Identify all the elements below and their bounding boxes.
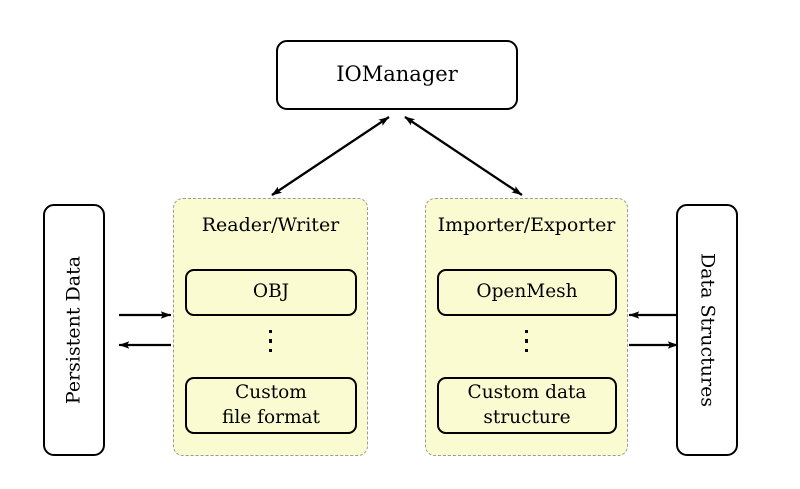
reader-writer-item-obj[interactable]: OBJ: [185, 269, 357, 316]
panel-importer-exporter-title: Importer/Exporter: [437, 214, 616, 236]
importer-exporter-item-custom-line1: Custom data: [467, 382, 587, 404]
importer-exporter-item-openmesh[interactable]: OpenMesh: [437, 269, 617, 316]
arrow-manager-reader-writer: [271, 116, 390, 196]
io-manager-label: IOManager: [336, 62, 458, 87]
panel-importer-exporter[interactable]: Importer/Exporter OpenMesh Custom data s…: [425, 198, 628, 456]
panel-reader-writer-title: Reader/Writer: [201, 214, 340, 236]
persistent-data-label: Persistent Data: [62, 255, 85, 405]
importer-exporter-item-openmesh-label: OpenMesh: [476, 281, 578, 303]
data-structures-label: Data Structures: [696, 252, 719, 408]
arrow-manager-importer-exporter: [404, 116, 523, 196]
reader-writer-item-custom-line1: Custom: [235, 382, 307, 404]
persistent-data-node[interactable]: Persistent Data: [43, 204, 105, 456]
reader-writer-item-custom-line2: file format: [222, 406, 320, 428]
importer-exporter-ellipsis-icon: [426, 330, 627, 353]
io-manager-node[interactable]: IOManager: [276, 40, 518, 110]
reader-writer-item-custom-file-format[interactable]: Custom file format: [185, 377, 357, 434]
reader-writer-item-obj-label: OBJ: [252, 281, 290, 303]
panel-reader-writer[interactable]: Reader/Writer OBJ Custom file format: [173, 198, 368, 456]
importer-exporter-item-custom-data-structure[interactable]: Custom data structure: [437, 377, 617, 434]
reader-writer-ellipsis-icon: [174, 330, 367, 353]
data-structures-node[interactable]: Data Structures: [676, 204, 738, 456]
importer-exporter-item-custom-line2: structure: [483, 406, 571, 428]
